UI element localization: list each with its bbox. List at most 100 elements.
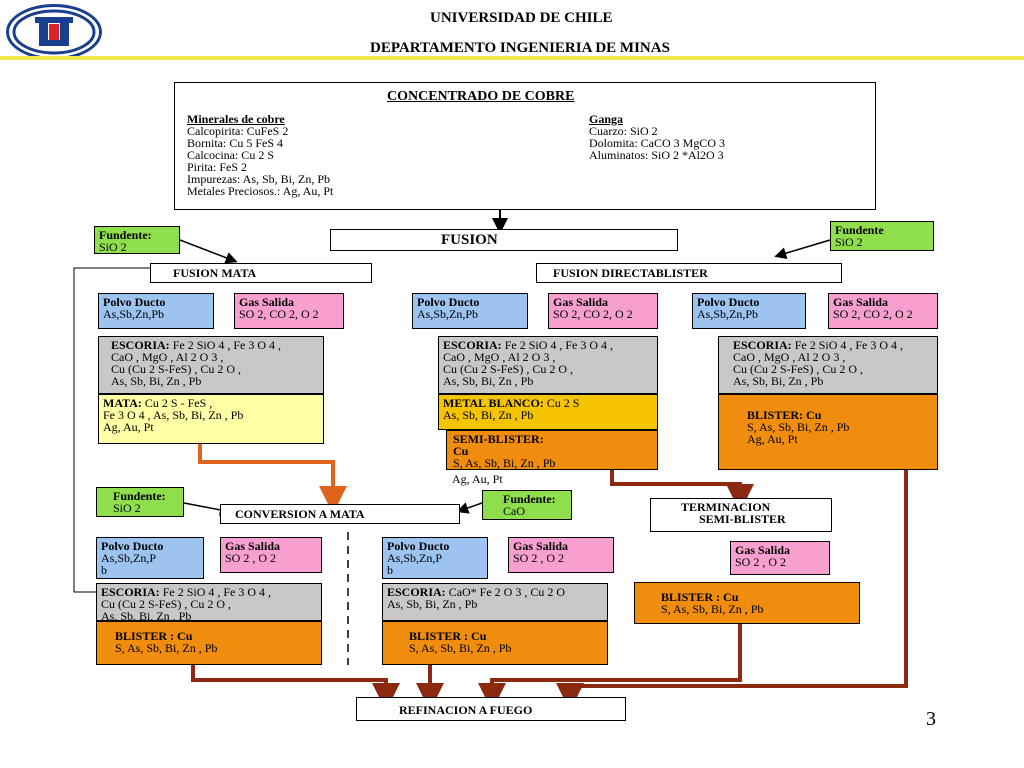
escoria-line: CaO , MgO , Al 2 O 3 , — [733, 350, 846, 364]
polvo-line: As,Sb,Zn,P — [101, 551, 157, 565]
gas-title: Gas Salida — [553, 295, 609, 309]
escoria-conv-1: ESCORIA: Fe 2 SiO 4 , Fe 3 O 4 , Cu (Cu … — [96, 583, 322, 621]
escoria-line: Fe 2 SiO 4 , Fe 3 O 4 , — [162, 585, 272, 599]
polvo-title: Polvo Ducto — [697, 295, 760, 309]
polvo-title: Polvo Ducto — [103, 295, 166, 309]
gas-salida-term: Gas Salida SO 2 , O 2 — [730, 541, 830, 575]
university-logo — [6, 4, 102, 60]
fusion-mata: FUSION MATA — [150, 263, 372, 283]
escoria-line: As, Sb, Bi, Zn , Pb — [101, 609, 192, 621]
polvo-value: As,Sb,Zn,Pb — [103, 307, 165, 321]
polvo-ducto-conv-2: Polvo Ducto As,Sb,Zn,P b — [382, 537, 488, 579]
escoria-1: ESCORIA: Fe 2 SiO 4 , Fe 3 O 4 , CaO , M… — [98, 336, 324, 394]
escoria-conv-2: ESCORIA: CaO* Fe 2 O 3 , Cu 2 O As, Sb, … — [382, 583, 608, 621]
gas-value: SO 2 , O 2 — [513, 551, 565, 565]
escoria-line: As, Sb, Bi, Zn , Pb — [111, 374, 202, 388]
gas-salida-2: Gas Salida SO 2, CO 2, O 2 — [548, 293, 658, 329]
escoria-line: As, Sb, Bi, Zn , Pb — [443, 374, 534, 388]
gas-salida-conv-2: Gas Salida SO 2 , O 2 — [508, 537, 614, 573]
escoria-line: Cu (Cu 2 S-FeS) , Cu 2 O , — [733, 362, 864, 376]
escoria-line: Cu (Cu 2 S-FeS) , Cu 2 O , — [111, 362, 242, 376]
fundente-value: CaO — [503, 504, 525, 518]
fundente-label: Fundente: — [113, 489, 166, 503]
polvo-ducto-1: Polvo Ducto As,Sb,Zn,Pb — [98, 293, 214, 329]
blister-title: BLISTER: Cu — [747, 408, 822, 422]
blister-conv-1: BLISTER : Cu S, As, Sb, Bi, Zn , Pb — [96, 621, 322, 665]
ganga-item: Aluminatos: SiO 2 *Al2O 3 — [589, 148, 724, 162]
blister-value: S, As, Sb, Bi, Zn , Pb — [661, 602, 764, 616]
escoria-line: As, Sb, Bi, Zn , Pb — [387, 597, 478, 611]
blister-value: S, As, Sb, Bi, Zn , Pb — [409, 641, 512, 655]
terminacion-box: TERMINACION SEMI-BLISTER — [650, 498, 832, 532]
polvo-line: As,Sb,Zn,P — [387, 551, 443, 565]
mata-title: MATA: — [103, 396, 142, 410]
mata-1: MATA: Cu 2 S - FeS , Fe 3 O 4 , As, Sb, … — [98, 394, 324, 444]
fundente-label: Fundente: — [99, 228, 152, 242]
minerales-list: Minerales de cobre Calcopirita: CuFeS 2 … — [187, 113, 333, 197]
gas-value: SO 2 , O 2 — [225, 551, 277, 565]
escoria-line: As, Sb, Bi, Zn , Pb — [733, 374, 824, 388]
mineral-item: Calcopirita: CuFeS 2 — [187, 124, 289, 138]
escoria-title: ESCORIA: — [387, 585, 446, 599]
polvo-title: Polvo Ducto — [387, 539, 450, 553]
escoria-title: ESCORIA: — [101, 585, 160, 599]
escoria-line: Fe 2 SiO 4 , Fe 3 O 4 , — [172, 338, 282, 352]
ganga-item: Dolomita: CaCO 3 MgCO 3 — [589, 136, 726, 150]
gas-title: Gas Salida — [833, 295, 889, 309]
mata-line: Fe 3 O 4 , As, Sb, Bi, Zn , Pb — [103, 408, 244, 422]
ganga-item: Cuarzo: SiO 2 — [589, 124, 658, 138]
header-department: DEPARTAMENTO INGENIERIA DE MINAS — [370, 40, 670, 56]
blister-term: BLISTER : Cu S, As, Sb, Bi, Zn , Pb — [634, 582, 860, 624]
mineral-item: Calcocina: Cu 2 S — [187, 148, 274, 162]
fundente-label: Fundente — [835, 223, 884, 237]
gas-value: SO 2, CO 2, O 2 — [833, 307, 913, 321]
blister-conv-2: BLISTER : Cu S, As, Sb, Bi, Zn , Pb — [382, 621, 608, 665]
escoria-title: ESCORIA: — [111, 338, 170, 352]
mata-line: Ag, Au, Pt — [103, 420, 154, 434]
fundente-value: SiO 2 — [113, 501, 141, 515]
header-university: UNIVERSIDAD DE CHILE — [430, 10, 613, 26]
gas-salida-3: Gas Salida SO 2, CO 2, O 2 — [828, 293, 938, 329]
fundente-right: Fundente SiO 2 — [830, 221, 934, 251]
mineral-item: Pirita: FeS 2 — [187, 160, 248, 174]
escoria-line: Fe 2 SiO 4 , Fe 3 O 4 , — [504, 338, 614, 352]
concentrado-title: CONCENTRADO DE COBRE — [387, 89, 575, 104]
fundente-conv-right: Fundente: CaO — [482, 490, 572, 520]
polvo-ducto-3: Polvo Ducto As,Sb,Zn,Pb — [692, 293, 806, 329]
ganga-list: Ganga Cuarzo: SiO 2 Dolomita: CaCO 3 MgC… — [589, 113, 725, 161]
semi-line: S, As, Sb, Bi, Zn , Pb — [453, 456, 556, 470]
header-divider — [0, 56, 1024, 60]
page-number: 3 — [926, 708, 936, 730]
polvo-ducto-2: Polvo Ducto As,Sb,Zn,Pb — [412, 293, 528, 329]
escoria-line: CaO* Fe 2 O 3 , Cu 2 O — [448, 585, 566, 599]
escoria-3: ESCORIA: Fe 2 SiO 4 , Fe 3 O 4 , CaO , M… — [718, 336, 938, 394]
metal-title: METAL BLANCO: — [443, 396, 544, 410]
concentrado-box: CONCENTRADO DE COBRE Minerales de cobre … — [174, 82, 876, 210]
conversion-mata: CONVERSION A MATA — [220, 504, 460, 524]
escoria-2: ESCORIA: Fe 2 SiO 4 , Fe 3 O 4 , CaO , M… — [438, 336, 658, 394]
blister-3: BLISTER: Cu S, As, Sb, Bi, Zn , Pb Ag, A… — [718, 394, 938, 470]
escoria-title: ESCORIA: — [443, 338, 502, 352]
metal-line: As, Sb, Bi, Zn , Pb — [443, 408, 534, 422]
escoria-line: Fe 2 SiO 4 , Fe 3 O 4 , — [794, 338, 904, 352]
polvo-value: As,Sb,Zn,Pb — [417, 307, 479, 321]
gas-title: Gas Salida — [735, 543, 791, 557]
mineral-item: Bornita: Cu 5 FeS 4 — [187, 136, 284, 150]
blister-title: BLISTER : Cu — [661, 590, 739, 604]
polvo-title: Polvo Ducto — [417, 295, 480, 309]
escoria-line: Cu (Cu 2 S-FeS) , Cu 2 O , — [443, 362, 574, 376]
terminacion-line: SEMI-BLISTER — [699, 512, 786, 526]
gas-salida-conv-1: Gas Salida SO 2 , O 2 — [220, 537, 322, 573]
semi-line-extra: Ag, Au, Pt — [452, 472, 503, 486]
semi-line: Cu — [453, 444, 469, 458]
gas-salida-1: Gas Salida SO 2, CO 2, O 2 — [234, 293, 344, 329]
blister-title: BLISTER : Cu — [115, 629, 193, 643]
minerales-title: Minerales de cobre — [187, 112, 285, 126]
mata-line: Cu 2 S - FeS , — [144, 396, 213, 410]
gas-value: SO 2, CO 2, O 2 — [553, 307, 633, 321]
polvo-line: b — [387, 563, 393, 577]
ganga-title: Ganga — [589, 112, 624, 126]
polvo-line: b — [101, 563, 107, 577]
refinacion-box: REFINACION A FUEGO — [356, 697, 626, 721]
fusion-box: FUSION — [330, 229, 678, 251]
